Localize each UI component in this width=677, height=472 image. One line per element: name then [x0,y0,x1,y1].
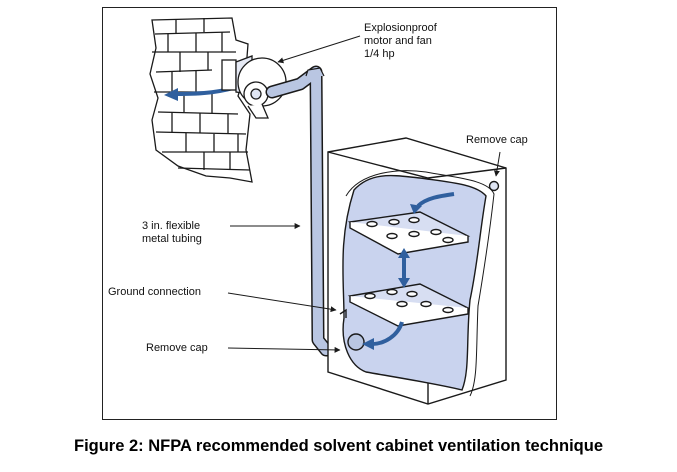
ground-connection-label: Ground connection [108,286,201,298]
figure-caption: Figure 2: NFPA recommended solvent cabin… [73,437,603,455]
remove-cap-top-label: Remove cap [466,134,528,146]
explosionproof-fan [221,55,287,119]
leader-lines [227,35,501,353]
solvent-cabinet [327,137,507,405]
figure-border [102,7,557,420]
fan-label: Explosionproof motor and fan 1/4 hp [364,22,437,60]
cabinet-airflow [362,192,455,350]
remove-cap-bottom-label: Remove cap [146,342,208,354]
brick-wall [149,17,253,183]
tubing-label: 3 in. flexible metal tubing [142,220,202,245]
